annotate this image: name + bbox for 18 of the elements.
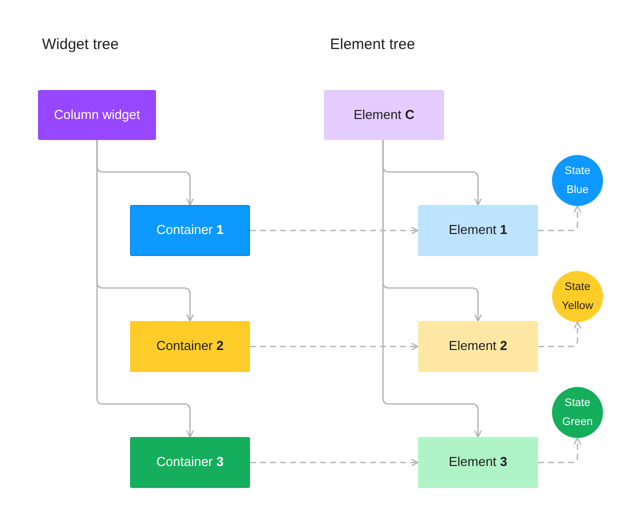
dashed-arrow	[538, 205, 582, 232]
tree-node-box: Element 2	[418, 321, 538, 372]
dashed-arrow	[250, 226, 419, 234]
tree-node-box: Element 3	[418, 437, 538, 488]
dashed-arrow	[538, 437, 582, 464]
dashed-arrow	[250, 458, 419, 466]
arrow	[382, 140, 482, 438]
tree-node-box: Column widget	[38, 90, 156, 140]
tree-node-box: Element C	[324, 90, 444, 140]
section-heading: Element tree	[330, 35, 416, 55]
tree-node-box: Element 1	[418, 205, 538, 256]
dashed-arrow	[250, 342, 419, 350]
tree-node-box: Container 3	[130, 437, 250, 488]
arrow	[96, 140, 194, 438]
dashed-arrow	[538, 321, 582, 348]
tree-node-box: Container 1	[130, 205, 250, 256]
tree-node-box: Container 2	[130, 321, 250, 372]
section-heading: Widget tree	[42, 35, 119, 55]
